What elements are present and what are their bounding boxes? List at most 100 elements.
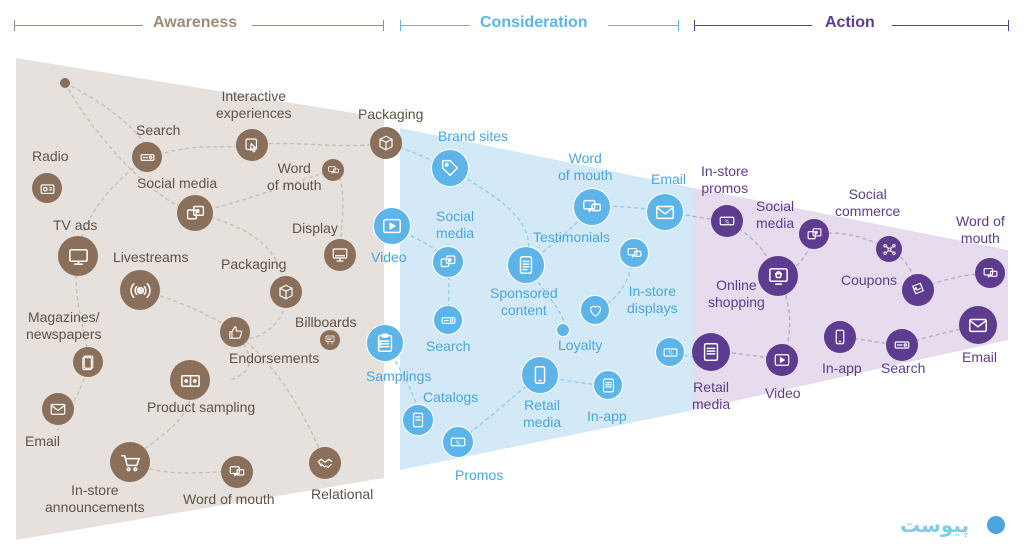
awareness-label: Packaging: [221, 256, 287, 272]
awareness-node-pointer-icon: [236, 129, 268, 161]
awareness-node-box-icon: [270, 276, 302, 308]
consideration-label: Loyalty: [558, 337, 603, 353]
connector-path: [139, 289, 251, 381]
connector-path: [64, 82, 287, 340]
awareness-label: Packaging: [358, 106, 424, 122]
action-node-email-icon: [959, 306, 997, 344]
awareness-node-thumbs-up-icon: [220, 317, 250, 347]
consideration-node-chat-icon: [573, 188, 611, 226]
awareness-label: Radio: [32, 148, 69, 164]
awareness-label: Display: [292, 220, 338, 236]
awareness-node-handshake-icon: [309, 447, 341, 479]
consideration-label: In-store displays: [627, 283, 678, 316]
action-label: Coupons: [841, 272, 898, 288]
action-label: In-store promos: [701, 163, 749, 196]
awareness-label: Magazines/ newspapers: [26, 309, 102, 342]
consideration-node-email-icon: [646, 193, 684, 231]
consideration-node-chat-icon: [619, 238, 649, 268]
awareness-label: Word of mouth: [183, 491, 275, 507]
action-label: Word of mouth: [956, 213, 1005, 246]
consideration-node-small-dot-icon: [556, 323, 570, 337]
stage-line-right: [892, 25, 1008, 26]
awareness-label: Product sampling: [147, 399, 256, 415]
stage-line-tick: [694, 20, 695, 31]
stage-line-tick: [400, 20, 401, 31]
awareness-node-magazine-icon: [73, 347, 103, 377]
awareness-node-tv-icon: [58, 236, 98, 276]
awareness-node-billboard-icon: [320, 330, 340, 350]
consideration-node-search-icon: [433, 305, 463, 335]
awareness-node-cart-icon: [110, 442, 150, 482]
action-node-coupon-icon: [902, 274, 934, 306]
consideration-label: Catalogs: [423, 389, 479, 405]
awareness-node-chat-icon: [221, 456, 253, 488]
awareness-node-product-sampling-icon: [170, 360, 210, 400]
consideration-label: Email: [651, 171, 687, 187]
svg-text:%: %: [725, 219, 730, 225]
stage-line-left: [694, 25, 812, 26]
consideration-label: Search: [426, 338, 471, 354]
action-node-online-shopping-icon: [758, 256, 798, 296]
stage-line-right: [252, 25, 383, 26]
awareness-node-search-icon: [132, 142, 162, 172]
svg-text:%: %: [668, 350, 673, 356]
awareness-node-dot-icon: [60, 78, 70, 88]
awareness-node-livestream-icon: [120, 270, 160, 310]
awareness-label: Livestreams: [113, 249, 189, 265]
stage-title-awareness: Awareness: [153, 14, 238, 31]
action-node-network-icon: [876, 236, 902, 262]
awareness-label: Email: [25, 433, 61, 449]
stage-line-right: [608, 25, 678, 26]
connector-path: [888, 248, 919, 291]
action-node-social-media-icon: [799, 219, 829, 249]
stage-line-tick: [383, 20, 384, 31]
awareness-label: Billboards: [295, 314, 357, 330]
stage-line-left: [14, 25, 143, 26]
consideration-label: Social media: [436, 208, 475, 241]
connector-path: [234, 331, 326, 464]
awareness-node-social-media-icon: [177, 195, 213, 231]
action-label: Social media: [756, 198, 795, 231]
stage-line-tick: [14, 20, 15, 31]
svg-text:%: %: [456, 440, 461, 446]
consideration-node-promo-icon: %: [442, 426, 474, 458]
awareness-label: In-store announcements: [45, 482, 145, 515]
action-node-mobile-icon: [824, 321, 856, 353]
awareness-label: Relational: [311, 486, 374, 502]
stage-line-tick: [1008, 20, 1009, 31]
stage-line-tick: [678, 20, 679, 31]
awareness-label: Endorsements: [229, 350, 320, 366]
awareness-label: Search: [136, 122, 181, 138]
consideration-node-clipboard-icon: [366, 324, 404, 362]
action-label: In-app: [822, 360, 862, 376]
consideration-node-social-media-icon: [432, 246, 464, 278]
consideration-label: Video: [371, 249, 407, 265]
consideration-node-catalog-icon: [402, 404, 434, 436]
consideration-label: Promos: [455, 467, 504, 483]
connector-path: [385, 142, 451, 169]
action-node-chat-icon: [975, 258, 1005, 288]
awareness-panel: [16, 58, 384, 540]
awareness-label: Social media: [137, 175, 218, 191]
awareness-node-chat-icon: [322, 159, 344, 181]
awareness-label: Interactive experiences: [216, 88, 292, 121]
consideration-node-tag-icon: [431, 149, 469, 187]
stage-title-consideration: Consideration: [480, 14, 588, 31]
action-node-promo-icon: %: [711, 205, 743, 237]
awareness-label: TV ads: [53, 217, 98, 233]
awareness-node-box-icon: [370, 127, 402, 159]
action-label: Video: [765, 385, 801, 401]
consideration-label: Samplings: [366, 368, 432, 384]
stage-line-left: [400, 25, 470, 26]
action-node-search-icon: [886, 329, 918, 361]
action-node-video-icon: [766, 344, 798, 376]
consideration-label: Word of mouth: [558, 150, 613, 183]
logo-mark-icon: [987, 516, 1005, 534]
consideration-node-content-icon: [507, 246, 545, 284]
action-label: Retail media: [692, 379, 731, 412]
watermark-logo: پیوست: [900, 513, 970, 537]
consideration-node-loyalty-icon: [580, 295, 610, 325]
consideration-label: Brand sites: [438, 128, 509, 144]
consideration-label: Retail media: [523, 397, 562, 430]
